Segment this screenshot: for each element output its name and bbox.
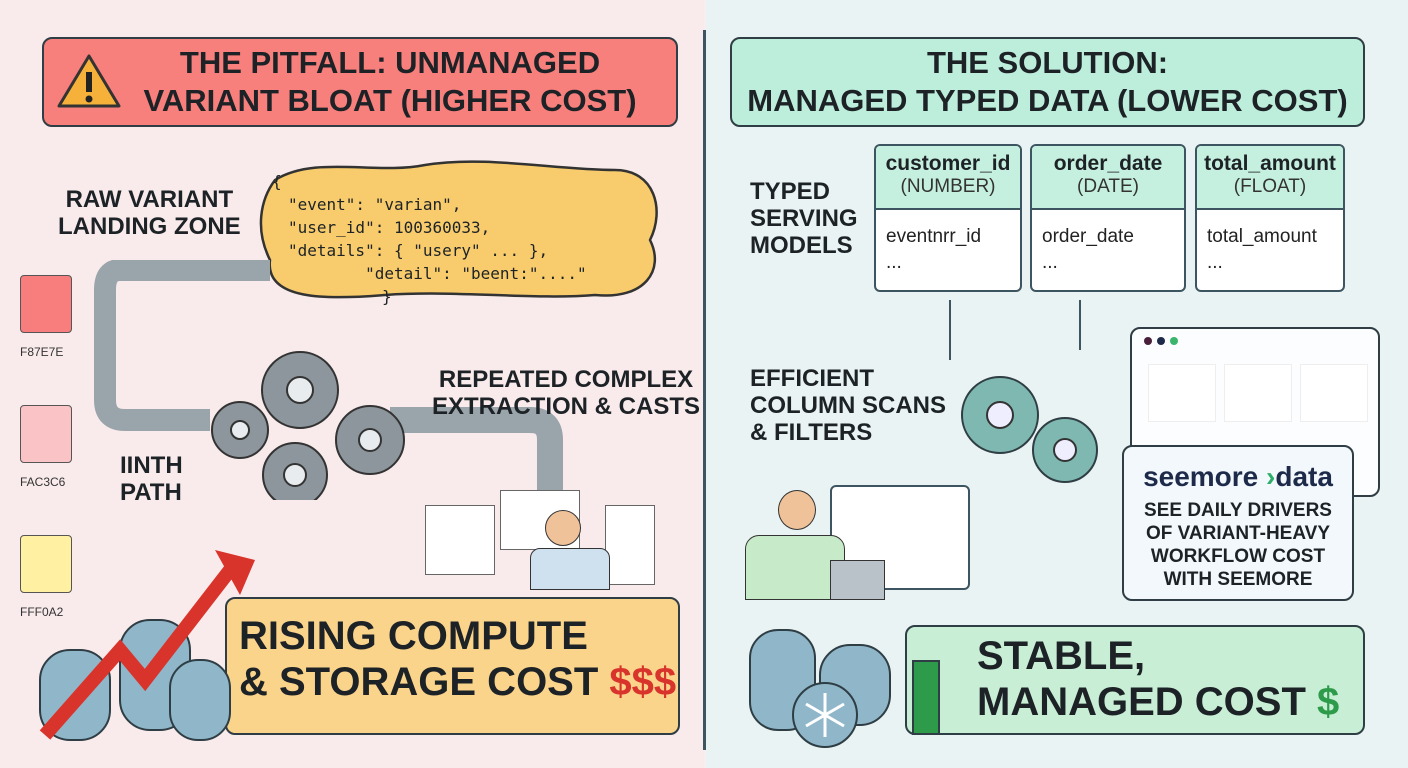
- happy-worker-illustration: [740, 485, 970, 605]
- rising-cost-line1: RISING COMPUTE: [239, 614, 588, 658]
- swatch-list: F87E7E FAC3C6 FFF0A2: [20, 275, 100, 619]
- rising-cost-line2: & STORAGE COST: [239, 660, 599, 704]
- stable-cost-line2: MANAGED COST: [977, 680, 1306, 724]
- landing-zone-label: RAW VARIANT LANDING ZONE: [58, 186, 241, 240]
- swatch-label: FFF0A2: [20, 605, 64, 619]
- seemore-logo: seemore ›data: [1143, 461, 1333, 492]
- variant-json: {"event": "varian","user_id": 100360033,…: [272, 172, 587, 306]
- swatch-fac3c6: [20, 405, 72, 463]
- efficient-gears: [949, 300, 1098, 483]
- cost-symbol-low: $: [1317, 680, 1340, 724]
- stable-cost-line1: STABLE,: [977, 634, 1146, 678]
- solution-title-line1: THE SOLUTION:: [926, 45, 1169, 80]
- snowflake-coins-icon: [749, 629, 891, 748]
- pitfall-title-line1: THE PITFALL: UNMANAGED: [179, 45, 601, 80]
- stable-cost-box: STABLE, MANAGED COST $: [905, 625, 1365, 735]
- solution-title: THE SOLUTION: MANAGED TYPED DATA (LOWER …: [730, 37, 1365, 127]
- column-order-date: order_date(DATE)order_date...: [1030, 144, 1186, 292]
- seemore-callout: seemore ›data SEE DAILY DRIVERS OF VARIA…: [1122, 445, 1354, 601]
- extraction-label: REPEATED COMPLEX EXTRACTION & CASTS: [432, 366, 701, 420]
- rising-cost-box: RISING COMPUTE & STORAGE COST $$$: [225, 597, 680, 735]
- swatch-fff0a2: [20, 535, 72, 593]
- variant-blob: [259, 160, 658, 299]
- stressed-worker-illustration: [425, 490, 655, 590]
- pitfall-title-line2: VARIANT BLOAT (HIGHER COST): [143, 83, 637, 118]
- scan-label: EFFICIENT COLUMN SCANS & FILTERS: [750, 365, 946, 446]
- window-dots: [1144, 337, 1178, 345]
- column-total-amount: total_amount(FLOAT)total_amount...: [1195, 144, 1345, 292]
- swatch-f87e7e: [20, 275, 72, 333]
- solution-title-line2: MANAGED TYPED DATA (LOWER COST): [747, 83, 1348, 118]
- pitfall-title: THE PITFALL: UNMANAGED VARIANT BLOAT (HI…: [42, 37, 678, 127]
- pipe-and-gears: [94, 260, 563, 500]
- stable-bar-icon: [912, 660, 940, 735]
- typed-label: TYPED SERVING MODELS: [750, 178, 858, 259]
- coins-rising-arrow-icon: [39, 550, 255, 741]
- cost-symbol-high: $$$: [609, 660, 677, 704]
- swatch-label: F87E7E: [20, 345, 64, 359]
- warning-icon: [57, 54, 121, 108]
- swatch-label: FAC3C6: [20, 475, 66, 489]
- divider: [703, 30, 706, 750]
- column-customer-id: customer_id(NUMBER)eventnrr_id...: [874, 144, 1022, 292]
- path-label: IINTH PATH: [120, 452, 183, 506]
- callout-text: SEE DAILY DRIVERS OF VARIANT-HEAVY WORKF…: [1144, 500, 1332, 590]
